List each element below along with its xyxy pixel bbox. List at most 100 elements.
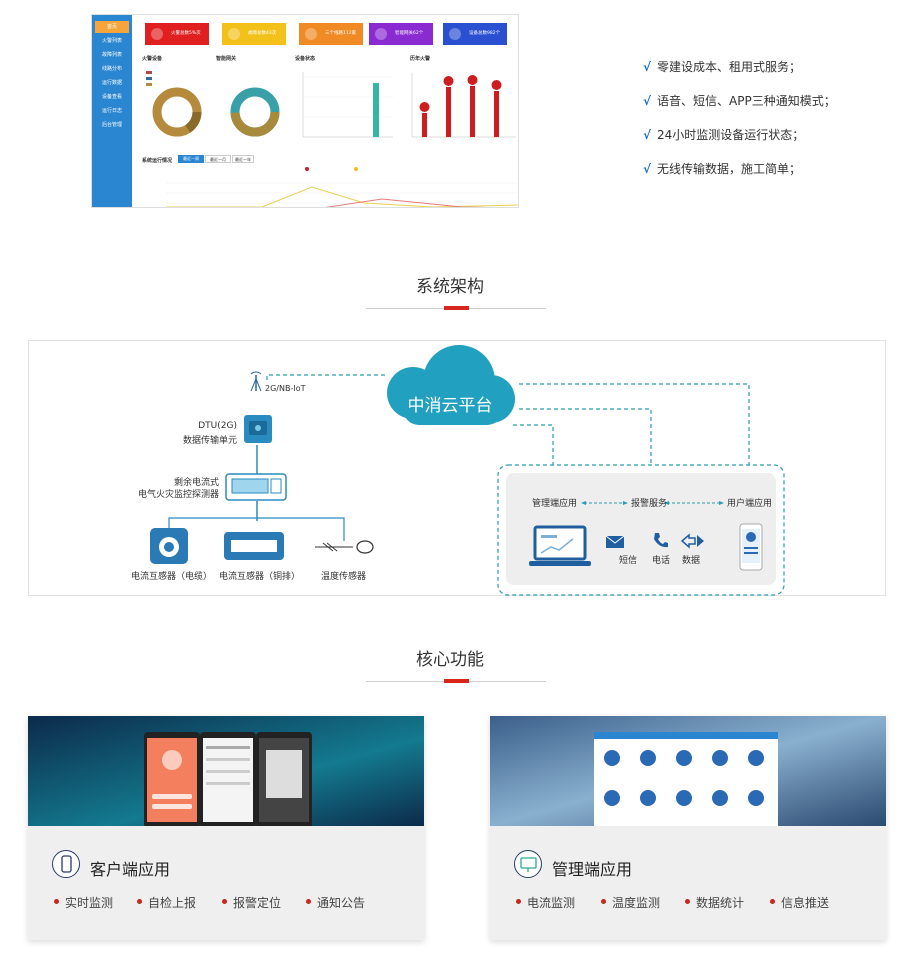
stat-card-label: 故障总数43次 [248, 31, 277, 36]
detector-device-icon [225, 473, 287, 501]
feature-text: 语音、短信、APP三种通知模式； [657, 94, 836, 108]
phone-app-icon [52, 850, 80, 878]
architecture-diagram: 2G/NB-IoT DTU(2G) 数据传输单元 剩余电流式 电气火灾监控探测器… [28, 340, 886, 596]
client-app-image [28, 716, 424, 826]
annual-bar-2012 [422, 113, 427, 137]
dashboard-screenshot: 首页 火警列表 故障列表 线路分布 运行数据 设备查看 运行日志 后台管理 火警… [91, 14, 519, 208]
feature-card-admin[interactable]: 管理端应用 电流监测 温度监测 数据统计 信息推送 [490, 716, 886, 940]
user-app-label: 用户端应用 [727, 499, 773, 509]
device-icon [449, 28, 461, 40]
email-icon [605, 535, 625, 548]
cloud-platform-label: 中消云平台 [407, 396, 493, 416]
device-status-bar [373, 83, 379, 137]
stat-card-gateway: 智能网关62个 [369, 23, 433, 45]
admin-app-screens [490, 716, 886, 826]
feature-text: 24小时监测设备运行状态； [657, 128, 805, 142]
copper-transformer-icon [224, 532, 284, 560]
section-title-core: 核心功能 [416, 650, 484, 670]
stat-card-label: 设备总数982个 [469, 31, 501, 36]
check-icon: √ [643, 162, 652, 176]
donut-chart-gateway [230, 87, 280, 137]
sidebar-item-run-data[interactable]: 运行数据 [101, 80, 122, 86]
sensor-temp-label: 温度传感器 [321, 572, 367, 582]
admin-app-image [490, 716, 886, 826]
gateway-icon [375, 28, 387, 40]
annual-bar-2014 [470, 86, 475, 137]
mobile-phone-icon [739, 523, 763, 571]
tag-item: 温度监测 [600, 896, 661, 910]
card-title: 客户端应用 [90, 860, 171, 879]
sidebar-item-fault-list[interactable]: 故障列表 [101, 52, 122, 58]
antenna-icon [250, 371, 262, 392]
tab-last-week[interactable]: 最近一周 [178, 155, 204, 163]
feature-item: √ 无线传输数据，施工简单； [643, 160, 801, 177]
feature-text: 无线传输数据，施工简单； [657, 162, 802, 176]
tag-item: 报警定位 [221, 896, 282, 910]
cloud-platform-icon [387, 345, 515, 425]
tag-item: 电流监测 [515, 896, 576, 910]
stat-card-fault: 故障总数43次 [222, 23, 286, 45]
feature-card-client[interactable]: 客户端应用 实时监测 自检上报 报警定位 通知公告 [28, 716, 424, 940]
flame-icon [151, 28, 163, 40]
tag-item: 数据统计 [684, 896, 745, 910]
feature-item: √ 语音、短信、APP三种通知模式； [643, 92, 836, 109]
annual-fire-chart [411, 73, 516, 138]
sidebar-item-device-view[interactable]: 设备查看 [101, 94, 122, 100]
system-status-line-chart [166, 167, 518, 207]
section-divider-mark [444, 306, 469, 310]
sidebar-item-fire-list[interactable]: 火警列表 [101, 38, 122, 44]
stat-card-label: 智能网关62个 [395, 31, 424, 36]
system-status-title: 系统运行情况 [142, 158, 173, 164]
alarm-service-label: 报警服务 [631, 499, 668, 509]
section-title-architecture: 系统架构 [416, 277, 484, 297]
sensor-copper-label: 电流互感器（铜排） [219, 572, 301, 582]
sidebar-item-line-distribution[interactable]: 线路分布 [101, 66, 122, 72]
warning-icon [228, 28, 240, 40]
dashboard-sidebar: 首页 火警列表 故障列表 线路分布 运行数据 设备查看 运行日志 后台管理 [92, 15, 132, 207]
sidebar-item-admin[interactable]: 后台管理 [101, 122, 122, 128]
annual-bar-2015 [494, 91, 499, 137]
tag-item: 信息推送 [769, 896, 830, 910]
detector-label-2: 电气火灾监控探测器 [137, 490, 219, 500]
sidebar-item-home[interactable]: 首页 [95, 21, 129, 33]
stat-card-label: 火警总数5%次 [171, 31, 201, 36]
donut-chart-fire [152, 87, 202, 137]
data-label: 数据 [682, 556, 701, 566]
stat-card-fire: 火警总数5%次 [145, 23, 209, 45]
check-icon: √ [643, 94, 652, 108]
detector-label-1: 剩余电流式 [173, 478, 219, 488]
tag-item: 实时监测 [53, 896, 114, 910]
section-divider-mark [444, 679, 469, 683]
monitor-app-icon [514, 850, 542, 878]
sensor-cable-label: 电流互感器（电缆） [131, 572, 213, 582]
check-icon: √ [643, 60, 652, 74]
feature-text: 零建设成本、租用式服务； [657, 60, 802, 74]
stat-card-label: 三个线路112家 [325, 31, 357, 36]
tab-last-year[interactable]: 最近一年 [232, 155, 254, 163]
sidebar-item-run-log[interactable]: 运行日志 [101, 108, 122, 114]
panel-title-fire-devices: 火警设备 [142, 56, 163, 62]
data-transfer-icon [681, 533, 704, 549]
dtu-label-1: DTU(2G) [198, 421, 237, 431]
tag-item: 自检上报 [136, 896, 197, 910]
annual-bar-2013 [446, 87, 451, 137]
client-app-screens [28, 716, 424, 826]
gauge-icon [305, 28, 317, 40]
feature-item: √ 零建设成本、租用式服务； [643, 58, 801, 75]
temperature-sensor-icon [315, 540, 374, 554]
phone-icon [654, 533, 668, 548]
card-title: 管理端应用 [552, 860, 633, 879]
device-status-chart [302, 72, 393, 138]
tab-last-month[interactable]: 最近一月 [205, 155, 231, 163]
panel-title-device-status: 设备状态 [295, 56, 316, 62]
panel-title-gateway: 智能网关 [216, 56, 237, 62]
sms-label: 短信 [619, 556, 638, 566]
phone-label: 电话 [652, 556, 671, 566]
donut-legend-fire [146, 71, 152, 86]
panel-title-annual-fire: 历年火警 [410, 56, 431, 62]
check-icon: √ [643, 128, 652, 142]
tag-item: 通知公告 [305, 896, 366, 910]
stat-card-lines: 三个线路112家 [299, 23, 363, 45]
stat-card-devices: 设备总数982个 [443, 23, 507, 45]
